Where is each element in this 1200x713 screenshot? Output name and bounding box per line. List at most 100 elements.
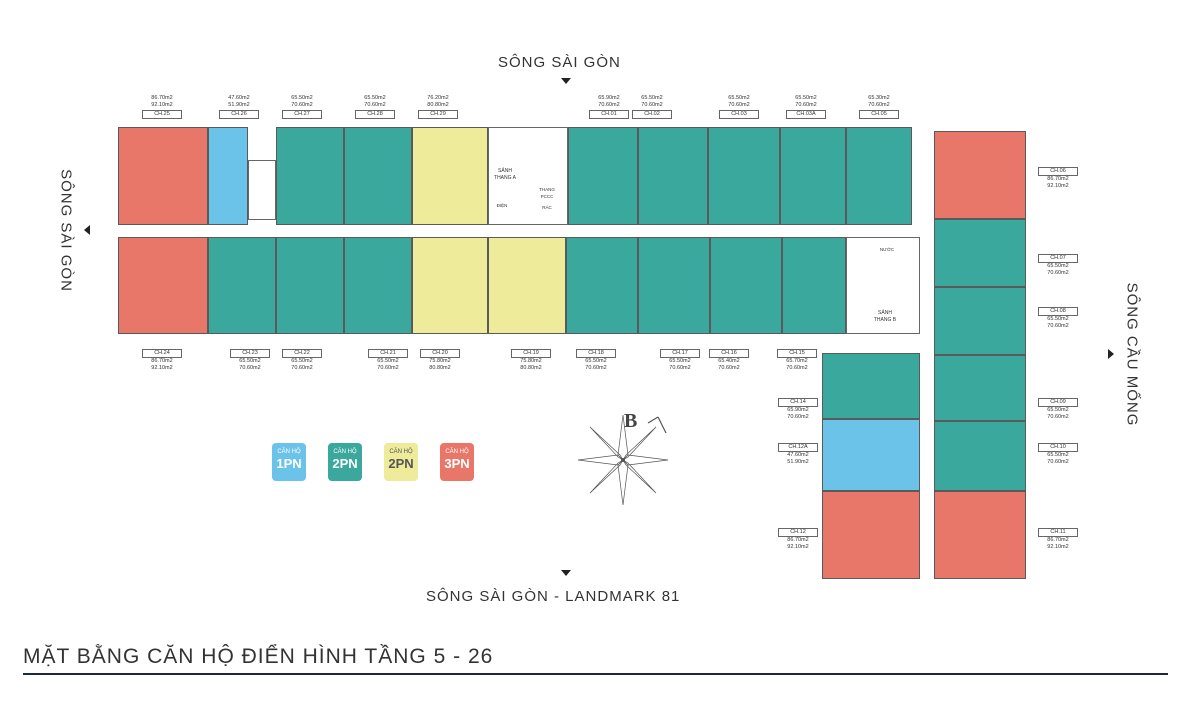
unit-ch02[interactable] [638,127,708,225]
unit-ch18[interactable] [566,237,638,334]
unit-code: CH.11 [1038,528,1078,537]
unit-area-2: 70.60m2 [868,102,890,108]
unit-code: CH.01 [589,110,629,119]
title-rule [23,673,1168,675]
legend-small: CĂN HỘ [389,449,413,455]
unit-ch26[interactable] [208,127,248,225]
arrow-down-icon [561,78,571,84]
compass-icon [577,414,669,506]
unit-area-2: 70.60m2 [1047,270,1069,276]
unit-ch15[interactable] [782,237,846,334]
unit-area-1: 75.80m2 [520,358,542,364]
core-a [488,127,568,225]
unit-ch01[interactable] [568,127,638,225]
legend-big: 2PN [332,456,358,471]
unit-area-1: 65.50m2 [728,95,750,101]
unit-ch03a[interactable] [780,127,846,225]
unit-ch28[interactable] [344,127,412,225]
unit-code: CH.16 [709,349,749,358]
unit-area-2: 70.60m2 [291,365,313,371]
unit-area-1: 86.70m2 [1047,176,1069,182]
unit-area-1: 86.70m2 [787,537,809,543]
unit-code: CH.22 [282,349,322,358]
unit-area-2: 70.60m2 [669,365,691,371]
unit-area-2: 70.60m2 [728,102,750,108]
unit-area-2: 80.80m2 [429,365,451,371]
direction-bottom: SÔNG SÀI GÒN - LANDMARK 81 [426,588,681,605]
arrow-right-icon [1108,349,1114,359]
unit-code: CH.03A [786,110,826,119]
unit-code: CH.19 [511,349,551,358]
unit-ch20[interactable] [412,237,488,334]
unit-ch23[interactable] [208,237,276,334]
unit-area-1: 75.80m2 [429,358,451,364]
unit-ch29[interactable] [412,127,488,225]
unit-area-2: 70.60m2 [1047,459,1069,465]
unit-code: CH.07 [1038,254,1078,263]
unit-ch16[interactable] [710,237,782,334]
unit-area-1: 86.70m2 [151,95,173,101]
unit-ch03[interactable] [708,127,780,225]
unit-ch14[interactable] [822,353,920,419]
unit-ch08[interactable] [934,287,1026,355]
unit-area-2: 92.10m2 [1047,183,1069,189]
unit-ch12a[interactable] [822,419,920,491]
unit-ch24[interactable] [118,237,208,334]
unit-ch22[interactable] [276,237,344,334]
core-a-label: SẢNH THANG A [494,168,516,181]
unit-area-1: 65.40m2 [718,358,740,364]
unit-ch19[interactable] [488,237,566,334]
unit-area-1: 47.60m2 [228,95,250,101]
unit-code: CH.10 [1038,443,1078,452]
unit-ch27[interactable] [276,127,344,225]
direction-right: SÔNG CẦU MỐNG [1123,282,1141,427]
unit-area-2: 70.60m2 [239,365,261,371]
unit-area-1: 65.50m2 [291,95,313,101]
unit-code: CH.02 [632,110,672,119]
unit-ch10[interactable] [934,421,1026,491]
unit-ch21[interactable] [344,237,412,334]
compass-letter: B [624,410,638,432]
unit-code: CH.09 [1038,398,1078,407]
unit-ch06[interactable] [934,131,1026,219]
unit-area-1: 65.50m2 [669,358,691,364]
unit-code: CH.06 [1038,167,1078,176]
unit-ch07[interactable] [934,219,1026,287]
unit-ch25[interactable] [118,127,208,225]
stair-core-left [248,160,276,220]
legend-small: CĂN HỘ [333,449,357,455]
unit-ch05[interactable] [846,127,912,225]
unit-code: CH.21 [368,349,408,358]
unit-area-2: 70.60m2 [598,102,620,108]
unit-ch11[interactable] [934,491,1026,579]
unit-area-1: 86.70m2 [151,358,173,364]
unit-ch12[interactable] [822,491,920,579]
core-pccc-label: THANG PCCC [539,187,555,199]
unit-area-1: 65.90m2 [787,407,809,413]
unit-area-2: 70.60m2 [585,365,607,371]
unit-ch17[interactable] [638,237,710,334]
unit-area-2: 70.60m2 [377,365,399,371]
unit-area-2: 92.10m2 [787,544,809,550]
unit-area-2: 51.90m2 [787,459,809,465]
unit-ch09[interactable] [934,355,1026,421]
unit-area-1: 47.60m2 [787,452,809,458]
unit-area-1: 76.20m2 [427,95,449,101]
unit-area-2: 70.60m2 [795,102,817,108]
